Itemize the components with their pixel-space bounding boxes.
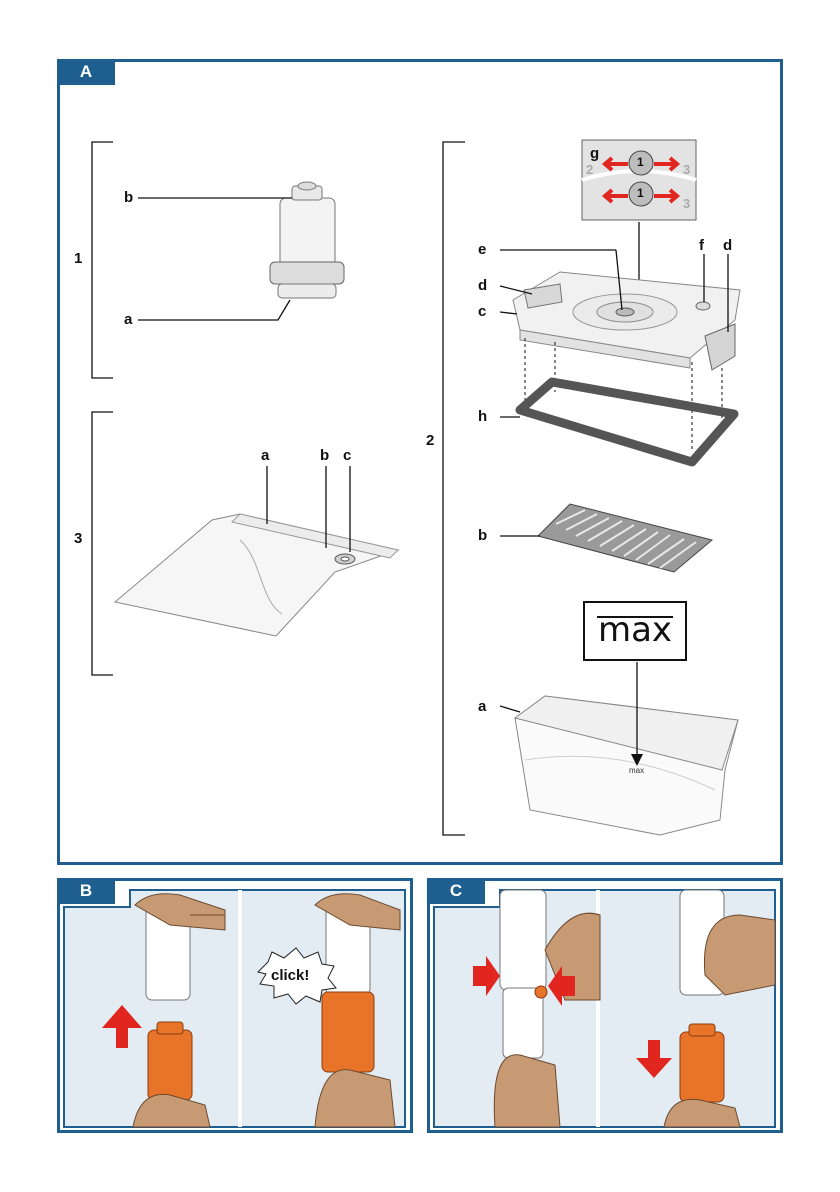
- orange-adapter-c2: [680, 1024, 724, 1102]
